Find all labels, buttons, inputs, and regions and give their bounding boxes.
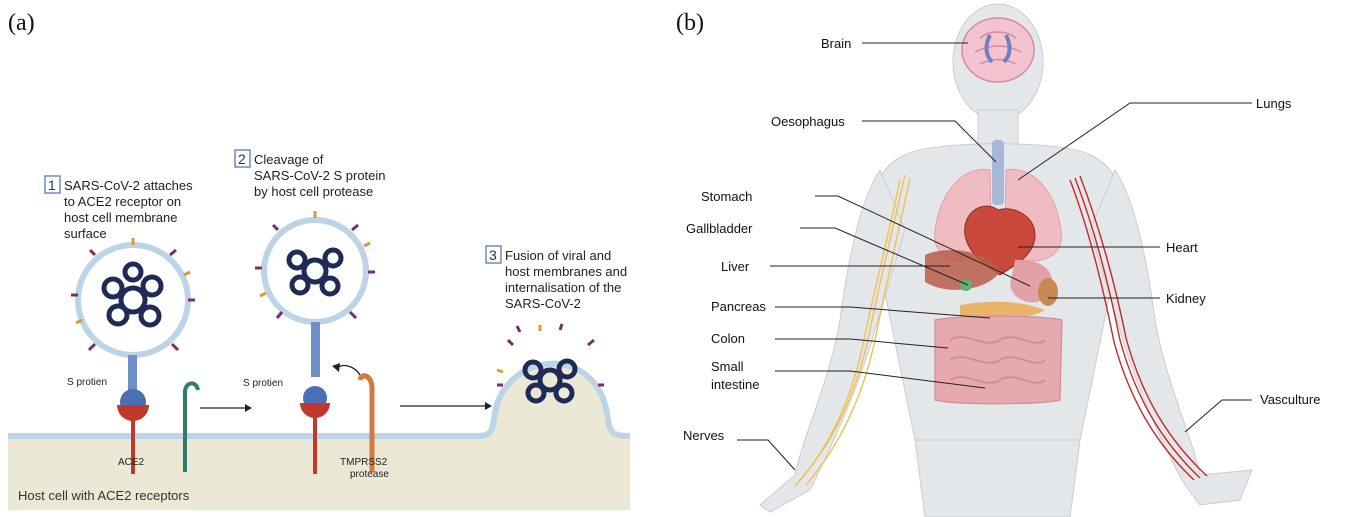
nerves-label: Nerves bbox=[683, 428, 725, 443]
panel-a: (a) Host cell with ACE2 receptors 1 SARS… bbox=[8, 10, 630, 510]
gallbladder-label: Gallbladder bbox=[686, 221, 753, 236]
oesophagus-label: Oesophagus bbox=[771, 114, 845, 129]
lungs-label: Lungs bbox=[1256, 96, 1292, 111]
virus-2 bbox=[255, 211, 375, 322]
step-3-line-1: Fusion of viral and bbox=[505, 248, 611, 263]
ace2-stalk-2 bbox=[313, 417, 317, 474]
brain-illustration bbox=[962, 18, 1034, 82]
step-2-line-1: Cleavage of bbox=[254, 152, 324, 167]
arrow-1-head bbox=[245, 404, 252, 412]
small-intestine-label-2: intestine bbox=[711, 377, 759, 392]
s-protein-label-2: S protien bbox=[243, 378, 283, 389]
panel-b-tag: (b) bbox=[676, 10, 704, 36]
panel-a-tag: (a) bbox=[8, 10, 35, 36]
tmprss2-label-2: protease bbox=[350, 469, 389, 480]
cleavage-arrow-head bbox=[332, 363, 340, 372]
ace2-label: ACE2 bbox=[118, 457, 145, 468]
tmprss2-label-1: TMPRSS2 bbox=[340, 457, 388, 468]
stomach-label: Stomach bbox=[701, 189, 752, 204]
vasculture-leader bbox=[1185, 400, 1252, 432]
step-2-line-2: SARS-CoV-2 S protein bbox=[254, 168, 386, 183]
colon-label: Colon bbox=[711, 331, 745, 346]
step-3-number: 3 bbox=[489, 247, 497, 263]
step-3-line-2: host membranes and bbox=[505, 264, 627, 279]
step-1-line-2: to ACE2 receptor on bbox=[64, 194, 181, 209]
heart-label: Heart bbox=[1166, 240, 1198, 255]
s-protein-label-1: S protien bbox=[67, 377, 107, 388]
ace2-receptor-2 bbox=[300, 403, 330, 418]
step-1-line-3: host cell membrane bbox=[64, 210, 177, 225]
step-1-line-1: SARS-CoV-2 attaches bbox=[64, 178, 193, 193]
arrow-2-head bbox=[485, 402, 492, 410]
nerves-leader bbox=[737, 440, 795, 470]
oesophagus-illustration bbox=[992, 140, 1004, 205]
pancreas-label: Pancreas bbox=[711, 299, 766, 314]
step-1-number: 1 bbox=[48, 177, 56, 193]
step-3-line-4: SARS-CoV-2 bbox=[505, 296, 581, 311]
kidney-label: Kidney bbox=[1166, 291, 1206, 306]
brain-label: Brain bbox=[821, 36, 851, 51]
step-1-line-4: surface bbox=[64, 226, 107, 241]
kidney-illustration bbox=[1038, 278, 1058, 306]
virus-2-stalk bbox=[311, 322, 320, 377]
panel-b: (b) bbox=[676, 4, 1320, 517]
liver-label: Liver bbox=[721, 259, 750, 274]
step-3-line-3: internalisation of the bbox=[505, 280, 621, 295]
small-intestine-label-1: Small bbox=[711, 359, 744, 374]
step-2-line-3: by host cell protease bbox=[254, 184, 373, 199]
gallbladder-illustration bbox=[960, 279, 972, 291]
virus-1 bbox=[71, 238, 195, 355]
host-cell-label: Host cell with ACE2 receptors bbox=[18, 488, 190, 503]
vasculture-label: Vasculture bbox=[1260, 392, 1320, 407]
cleavage-arrow bbox=[337, 366, 360, 375]
step-2-number: 2 bbox=[238, 151, 246, 167]
